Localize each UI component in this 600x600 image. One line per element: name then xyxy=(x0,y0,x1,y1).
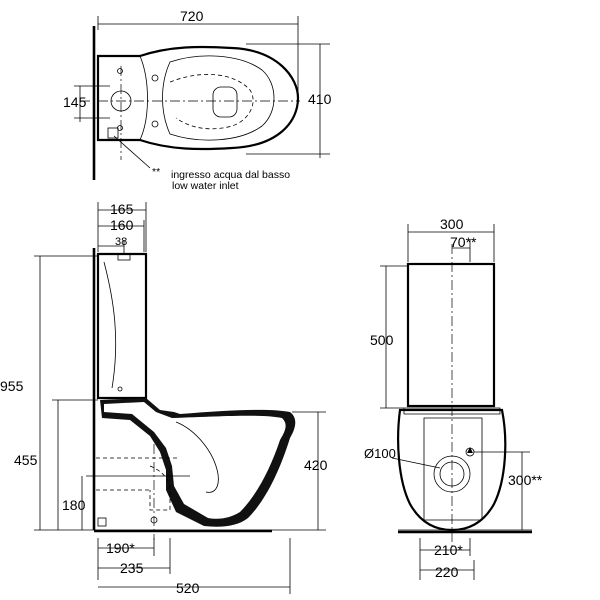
dim-side-total-height: 955 xyxy=(0,378,24,394)
top-view-inlet xyxy=(107,127,119,139)
front-view-seat xyxy=(403,407,501,415)
dim-front-inlet-offset: 70** xyxy=(450,234,477,250)
side-view-tank-inner xyxy=(103,261,117,389)
dim-front-tank-width: 300 xyxy=(440,216,464,232)
side-view-flush-channel xyxy=(175,421,219,493)
note-marker: ** xyxy=(152,166,160,178)
side-view-bowl-inner xyxy=(104,402,286,519)
dim-front-tank-height: 500 xyxy=(370,332,394,348)
dim-leader xyxy=(391,457,441,469)
top-view-hole xyxy=(117,68,123,74)
dim-side-tank-inner: 160 xyxy=(110,217,134,233)
dim-side-outlet-height: 180 xyxy=(62,497,86,513)
side-view-tank-button xyxy=(117,386,123,392)
top-view-hole xyxy=(151,74,159,82)
dim-side-seat-level: 455 xyxy=(14,452,38,468)
top-view: 720 410 145 ** ingresso acqua dal basso … xyxy=(63,8,332,192)
top-view-note-leader xyxy=(113,135,151,169)
side-view-trap xyxy=(96,457,178,511)
note-line-it: ingresso acqua dal basso xyxy=(171,169,290,181)
dim-front-inlet-height: 300** xyxy=(508,472,543,488)
dim-side-rim-height: 420 xyxy=(304,457,328,473)
top-view-hole xyxy=(151,120,159,128)
front-view-tank xyxy=(406,262,496,408)
note-line-en: low water inlet xyxy=(172,180,239,192)
dim-front-outlet-width: 210* xyxy=(434,542,463,558)
dim-side-total-depth: 520 xyxy=(176,580,200,596)
dim-side-tank-depth: 165 xyxy=(110,201,134,217)
dim-front-base-width: 220 xyxy=(435,564,459,580)
top-view-bowl-dashed xyxy=(169,74,254,130)
side-view: 165 160 38 955 455 180 420 190* xyxy=(0,201,328,596)
top-view-lid-pad xyxy=(212,86,238,118)
front-view-chamber xyxy=(423,417,483,521)
side-view-tank xyxy=(96,252,148,400)
dim-top-inlet-offset: 145 xyxy=(63,94,87,110)
side-view-inlet-box xyxy=(97,517,107,527)
top-view-tank-line xyxy=(139,55,148,141)
dim-side-outlet-depth: 235 xyxy=(120,560,144,576)
front-view-inlet-arrow xyxy=(467,447,473,453)
dim-top-width: 720 xyxy=(180,8,204,24)
top-view-seat xyxy=(162,55,275,141)
top-view-outline xyxy=(96,45,300,151)
dim-side-outlet-axis: 190* xyxy=(106,540,135,556)
front-view: 300 70** 500 Ø100 300** 210* 220 xyxy=(364,216,543,580)
dim-side-tank-hole: 38 xyxy=(115,236,127,248)
dim-front-outlet-diameter: Ø100 xyxy=(364,446,396,461)
dim-top-depth: 410 xyxy=(308,91,332,107)
